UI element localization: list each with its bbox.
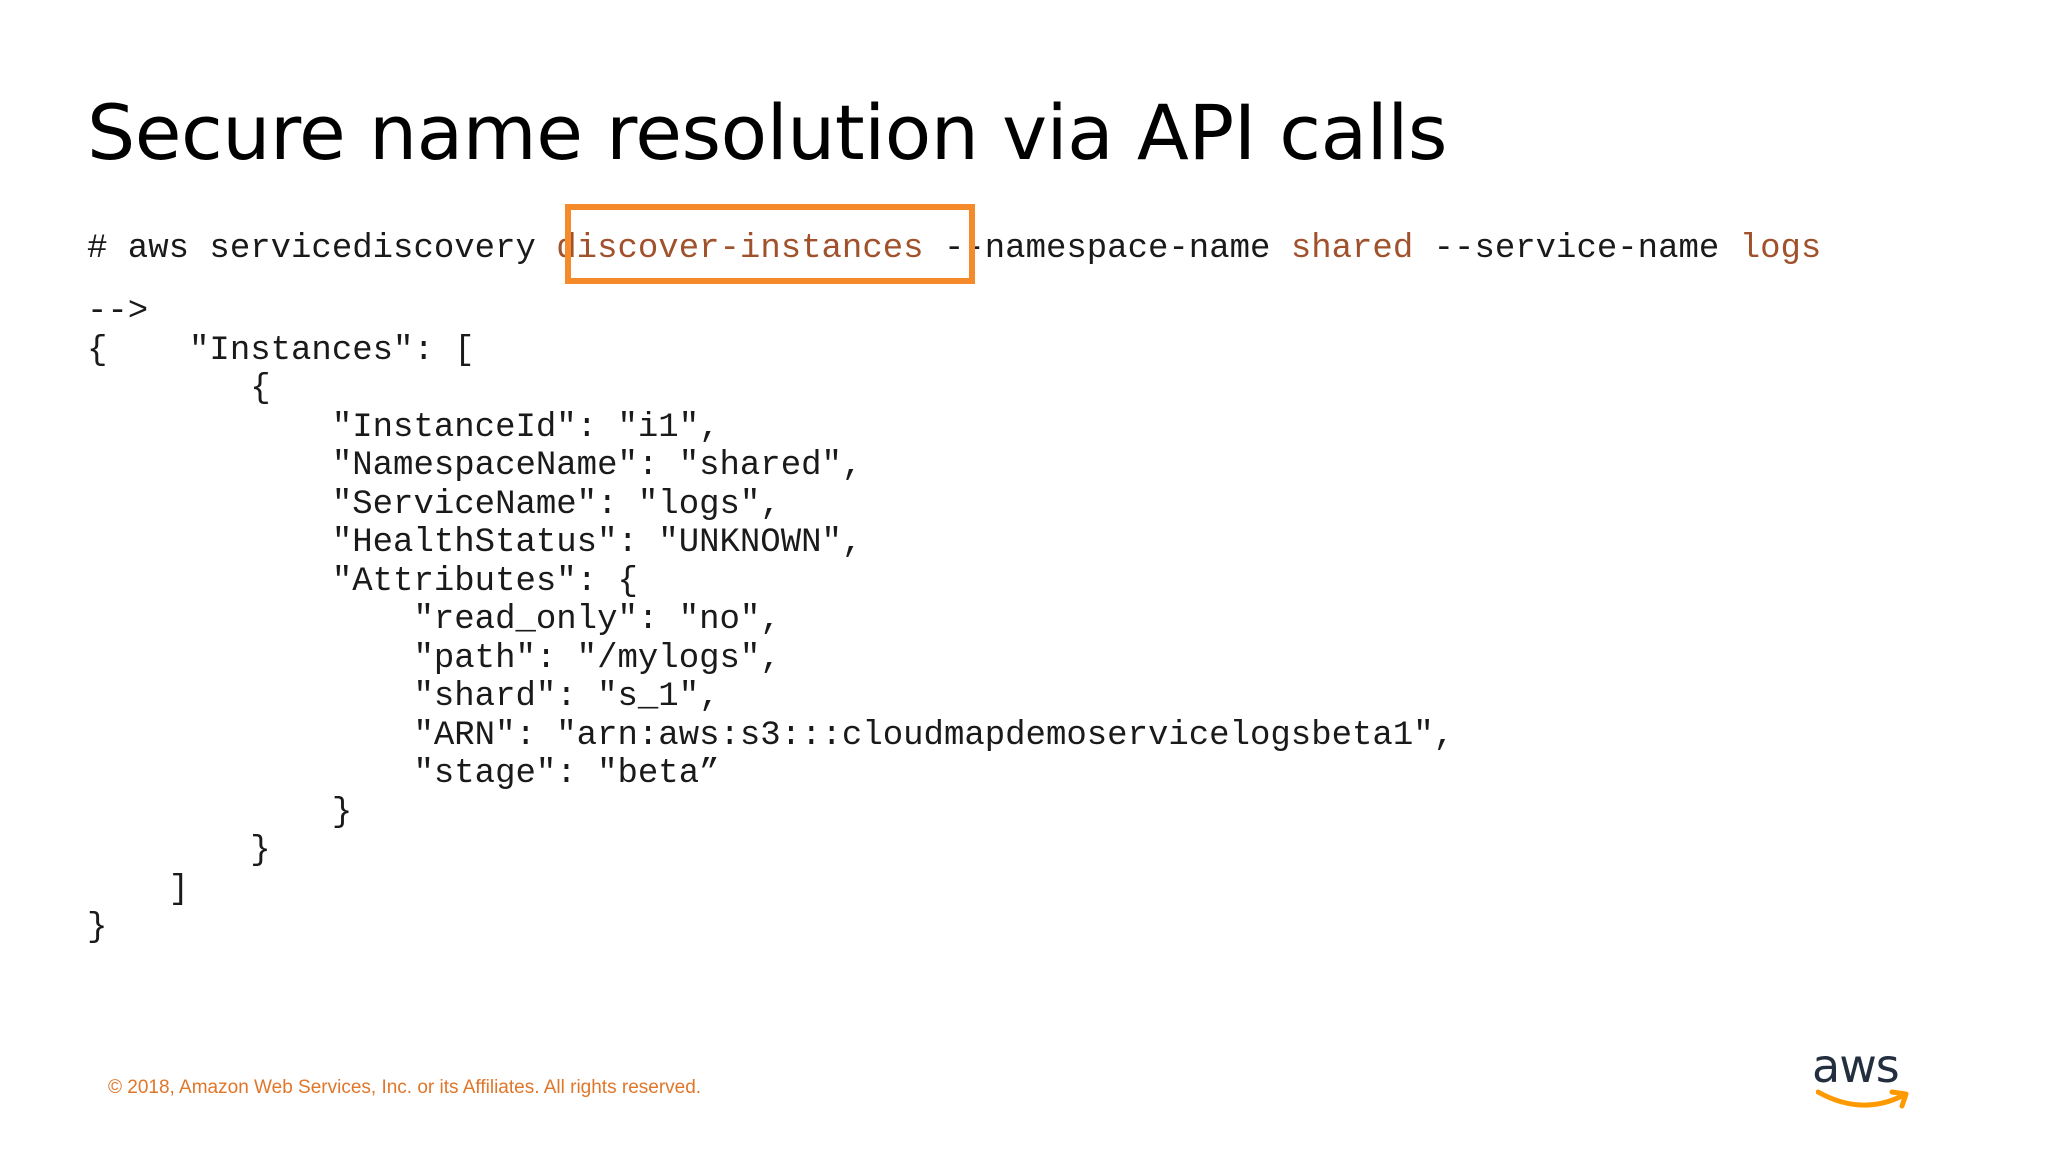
output-line: "read_only": "no",	[87, 601, 781, 639]
aws-logo-text: aws	[1812, 1039, 1900, 1093]
namespace-flag: --namespace-name	[923, 230, 1291, 268]
output-line: }	[87, 832, 271, 870]
output-line: "stage": "beta”	[87, 755, 720, 793]
output-line: "path": "/mylogs",	[87, 639, 781, 678]
output-line: }	[87, 793, 353, 832]
output-line: "HealthStatus": "UNKNOWN",	[87, 524, 863, 562]
output-line: -->	[87, 293, 149, 331]
aws-smile-icon	[1816, 1089, 1909, 1109]
output-line: "InstanceId": "i1",	[87, 408, 720, 447]
aws-logo: aws	[1812, 1040, 1920, 1120]
output-line: }	[87, 909, 108, 947]
output-line: { "Instances": [	[87, 331, 475, 370]
cli-command: # aws servicediscovery discover-instance…	[87, 230, 1821, 268]
footer-copyright: © 2018, Amazon Web Services, Inc. or its…	[108, 1077, 702, 1098]
subcommand-highlight-box	[565, 204, 975, 284]
output-line: "ARN": "arn:aws:s3:::cloudmapdemoservice…	[87, 716, 1455, 755]
command-prefix: # aws servicediscovery	[87, 230, 557, 268]
service-value: logs	[1739, 230, 1822, 268]
json-output: --> { "Instances": [ { "InstanceId": "i1…	[87, 293, 1454, 948]
output-line: "Attributes": {	[87, 562, 638, 601]
output-line: "ServiceName": "logs",	[87, 485, 781, 524]
slide-title: Secure name resolution via API calls	[87, 88, 1447, 177]
service-flag: --service-name	[1413, 230, 1740, 268]
output-line: {	[87, 370, 271, 408]
output-line: ]	[87, 870, 190, 909]
output-line: "shard": "s_1",	[87, 678, 720, 716]
namespace-value: shared	[1290, 230, 1414, 268]
subcommand-discover-instances: discover-instances	[556, 230, 924, 268]
output-line: "NamespaceName": "shared",	[87, 447, 863, 485]
